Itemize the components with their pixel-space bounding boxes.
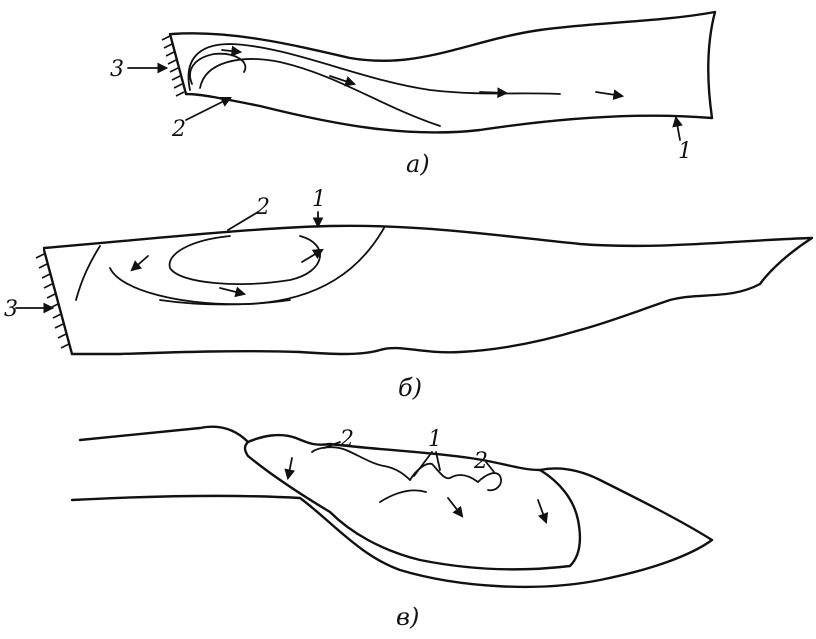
panel-c-label-1: 1	[428, 427, 442, 452]
panel-c-label-2-left: 2	[339, 427, 354, 452]
panel-b: 2 1 3 б)	[4, 187, 812, 402]
panel-a-label-2: 2	[171, 117, 186, 142]
panel-c-label-2-right: 2	[473, 449, 488, 474]
panel-c-scarp-right	[478, 473, 501, 490]
panel-c: 2 1 2 в)	[72, 427, 712, 631]
panel-b-loop-lower	[160, 300, 290, 305]
panel-a-caption: а)	[406, 150, 430, 178]
panel-a-label-1: 1	[678, 139, 692, 164]
panel-c-scarp-left	[312, 447, 410, 480]
panel-b-loop-inner	[170, 236, 320, 284]
panel-c-arrow-3	[538, 500, 546, 522]
panel-a-flow-eddy	[190, 54, 245, 84]
panel-a-arrow-4	[596, 92, 622, 96]
panel-a-leader-1	[676, 118, 680, 140]
panel-b-wall-flow	[76, 246, 100, 300]
panel-a: 3 2 1 а)	[110, 12, 715, 178]
panel-b-label-1: 1	[312, 187, 326, 212]
panel-c-slope-top	[80, 427, 248, 442]
panel-c-caption: в)	[396, 603, 419, 631]
panel-a-arrow-3	[480, 92, 506, 93]
panel-b-outline	[44, 226, 812, 354]
panel-b-wall	[36, 250, 72, 354]
panel-c-slope-bottom	[72, 468, 712, 586]
panel-a-label-3: 3	[110, 57, 124, 82]
panel-b-arrow-1	[132, 256, 148, 270]
panel-c-scarp-low	[380, 490, 426, 502]
panel-a-outline	[172, 12, 715, 133]
panel-c-body	[245, 435, 580, 569]
panel-a-flow-upper	[189, 44, 560, 94]
panel-b-label-3: 3	[4, 297, 18, 322]
panel-c-arrow-1	[288, 458, 292, 478]
panel-a-arrow-1	[222, 50, 240, 52]
panel-a-wall	[162, 34, 186, 96]
panel-c-arrow-2	[448, 498, 462, 516]
panel-b-label-2: 2	[255, 195, 270, 220]
panel-a-flow-lower	[200, 59, 440, 126]
panel-b-arrow-3	[220, 288, 244, 294]
panel-a-leader-2	[186, 98, 230, 120]
panel-b-leader-2	[228, 212, 258, 230]
panel-b-caption: б)	[398, 374, 422, 402]
